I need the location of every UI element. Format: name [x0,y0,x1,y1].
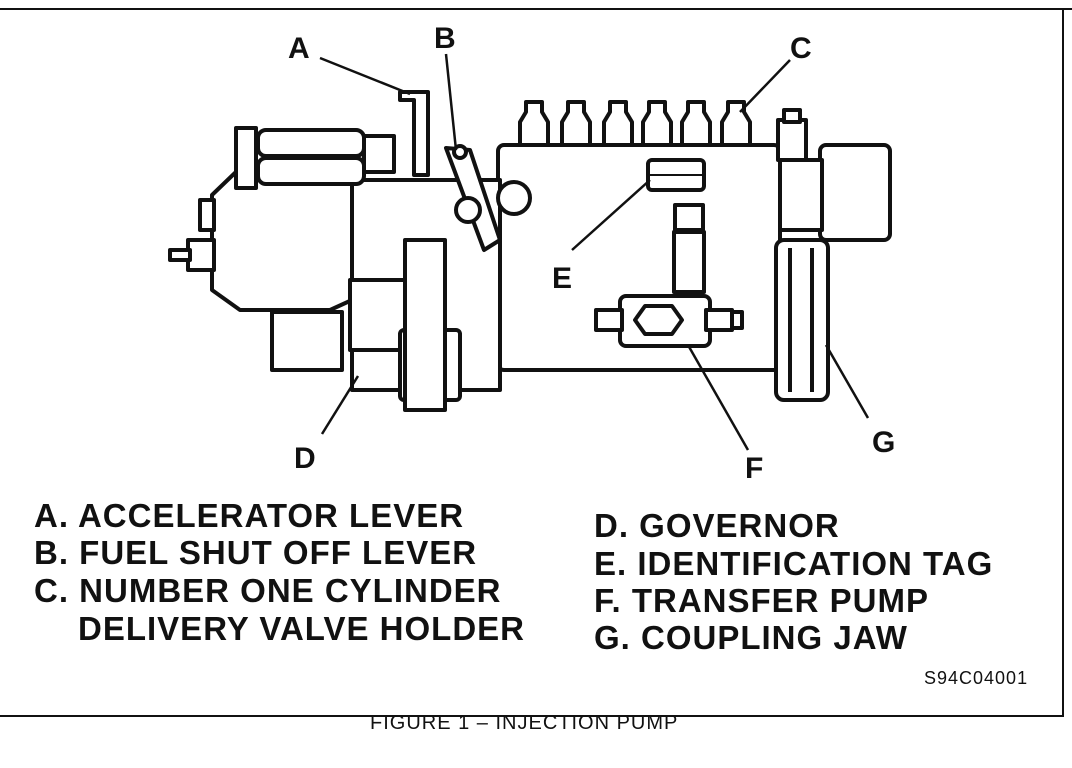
callout-g: G [872,426,895,459]
legend-b: B. FUEL SHUT OFF LEVER [34,534,478,571]
leader-b [444,53,458,151]
leader-lines [319,53,870,451]
leader-c [739,59,791,113]
linkage-bars [234,126,396,190]
frame-bottom-border [0,715,1064,717]
legend-c-line2: DELIVERY VALVE HOLDER [78,610,526,647]
coupling-jaw [774,238,830,402]
legend-d: D. GOVERNOR [594,507,840,544]
legend-g: G. COUPLING JAW [594,619,908,656]
figure-code: S94C04001 [924,668,1029,688]
callout-c: C [790,32,812,65]
leader-f [686,344,750,451]
frame-top-border [0,8,1072,10]
transfer-pump [594,203,744,348]
frame-right-border [1062,8,1064,716]
legend-f: F. TRANSFER PUMP [594,582,930,619]
return-fitting [776,118,808,162]
legend-c-line1: C. NUMBER ONE CYLINDER [34,572,502,609]
end-cap [818,143,892,242]
governor-housing [168,166,502,412]
delivery-valve-holders [518,100,752,147]
legend-e: E. IDENTIFICATION TAG [594,545,994,582]
leader-e [571,179,651,251]
callout-b: B [434,22,456,55]
callout-e: E [552,262,572,295]
legend-a: A. ACCELERATOR LEVER [34,497,465,534]
callout-a: A [288,32,310,65]
callout-f: F [745,452,763,485]
figure-caption: FIGURE 1 – INJECTION PUMP [370,712,679,734]
leader-g [824,344,870,419]
leader-a [319,56,411,96]
leader-d [320,375,360,435]
pump-illustration [168,90,892,412]
callout-d: D [294,442,316,475]
accelerator-lever [398,90,430,177]
